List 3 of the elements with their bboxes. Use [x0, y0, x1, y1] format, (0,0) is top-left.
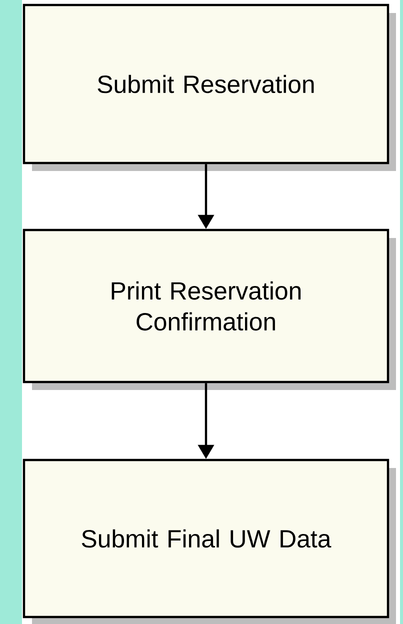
- process-box: Submit Final UW Data: [22, 458, 396, 624]
- process-box: Submit Reservation: [22, 4, 396, 171]
- process-box: Print Reservation Confirmation: [22, 228, 396, 390]
